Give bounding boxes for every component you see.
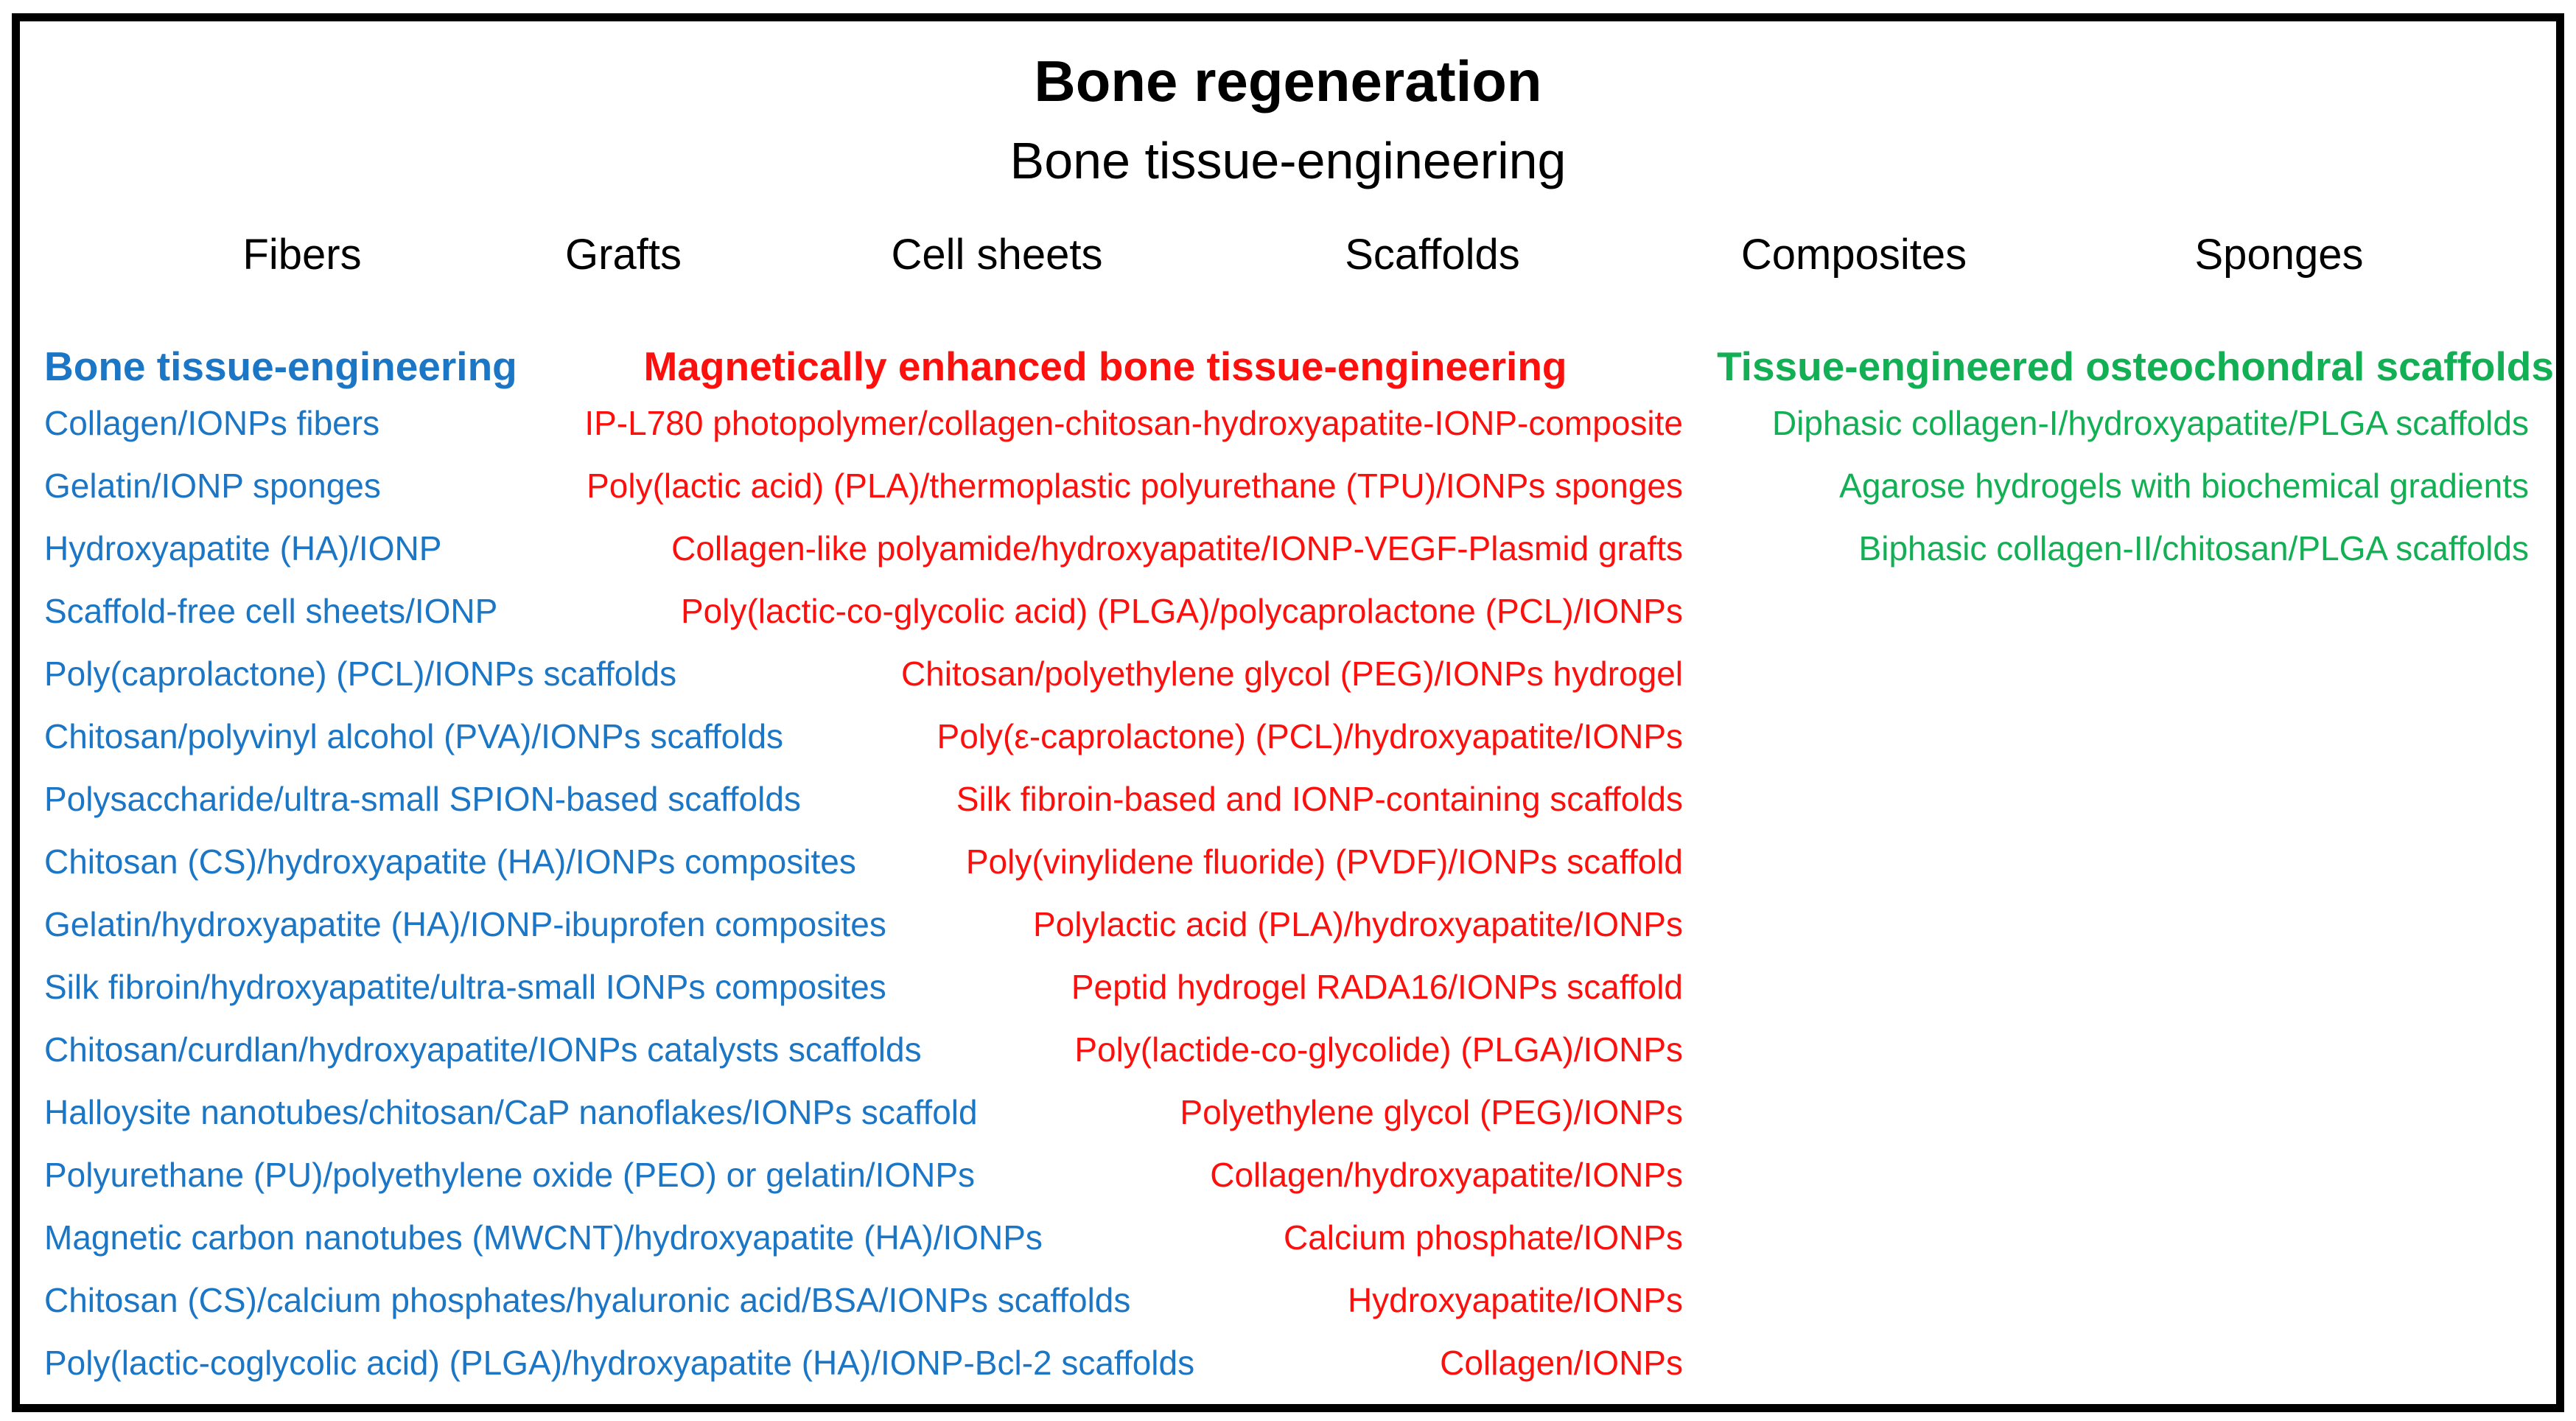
list-item: Poly(lactic-co-glycolic acid) (PLGA)/pol… (681, 592, 1683, 630)
category-label: Grafts (565, 231, 682, 279)
column-header-osteochondral-scaffolds: Tissue-engineered osteochondral scaffold… (1717, 343, 2554, 389)
list-item: Poly(ε-caprolactone) (PCL)/hydroxyapatit… (937, 717, 1683, 755)
list-item: Polyethylene glycol (PEG)/IONPs (1180, 1093, 1683, 1131)
category-label: Fibers (242, 231, 362, 279)
figure-border (12, 13, 2564, 1412)
list-item: Hydroxyapatite/IONPs (1347, 1281, 1683, 1319)
list-item: Gelatin/hydroxyapatite (HA)/IONP-ibuprof… (44, 905, 886, 943)
category-label: Composites (1740, 231, 1967, 279)
list-item: Poly(lactic acid) (PLA)/thermoplastic po… (587, 467, 1683, 505)
list-item: Biphasic collagen-II/chitosan/PLGA scaff… (1858, 529, 2529, 568)
figure-subtitle: Bone tissue-engineering (1009, 132, 1567, 189)
category-label: Cell sheets (891, 231, 1103, 279)
list-item: Calcium phosphate/IONPs (1283, 1218, 1683, 1257)
list-item: Peptid hydrogel RADA16/IONPs scaffold (1071, 968, 1683, 1006)
list-item: Poly(caprolactone) (PCL)/IONPs scaffolds (44, 654, 677, 693)
list-item: Hydroxyapatite (HA)/IONP (44, 529, 442, 568)
list-item: Silk fibroin-based and IONP-containing s… (956, 780, 1683, 818)
list-magnetically-enhanced: IP-L780 photopolymer/collagen-chitosan-h… (0, 392, 1683, 1394)
list-item: Collagen/IONPs fibers (44, 404, 380, 442)
list-item: Silk fibroin/hydroxyapatite/ultra-small … (44, 968, 886, 1006)
list-item: Polysaccharide/ultra-small SPION-based s… (44, 780, 801, 818)
category-label: Scaffolds (1345, 231, 1520, 279)
category-label: Sponges (2194, 231, 2364, 279)
list-item: IP-L780 photopolymer/collagen-chitosan-h… (584, 404, 1683, 442)
list-item: Polylactic acid (PLA)/hydroxyapatite/ION… (1032, 905, 1683, 943)
list-item: Chitosan (CS)/calcium phosphates/hyaluro… (44, 1281, 1131, 1319)
list-item: Collagen/IONPs (1440, 1344, 1683, 1382)
list-item: Collagen/hydroxyapatite/IONPs (1210, 1156, 1683, 1194)
list-item: Halloysite nanotubes/chitosan/CaP nanofl… (44, 1093, 978, 1131)
list-item: Chitosan/polyethylene glycol (PEG)/IONPs… (900, 654, 1683, 693)
list-item: Magnetic carbon nanotubes (MWCNT)/hydrox… (44, 1218, 1043, 1257)
list-item: Poly(vinylidene fluoride) (PVDF)/IONPs s… (965, 842, 1683, 881)
list-item: Scaffold-free cell sheets/IONP (44, 592, 498, 630)
column-header-bone-tissue-engineering: Bone tissue-engineering (44, 343, 517, 389)
list-item: Polyurethane (PU)/polyethylene oxide (PE… (44, 1156, 976, 1194)
list-item: Chitosan/curdlan/hydroxyapatite/IONPs ca… (44, 1030, 922, 1069)
list-item: Diphasic collagen-I/hydroxyapatite/PLGA … (1771, 404, 2529, 442)
list-item: Chitosan (CS)/hydroxyapatite (HA)/IONPs … (44, 842, 856, 881)
list-item: Poly(lactide-co-glycolide) (PLGA)/IONPs (1074, 1030, 1683, 1069)
column-header-magnetically-enhanced: Magnetically enhanced bone tissue-engine… (643, 343, 1567, 389)
list-item: Gelatin/IONP sponges (44, 467, 381, 505)
figure-title: Bone regeneration (1034, 49, 1542, 114)
list-item: Chitosan/polyvinyl alcohol (PVA)/IONPs s… (44, 717, 784, 755)
list-item: Agarose hydrogels with biochemical gradi… (1839, 467, 2529, 505)
list-item: Collagen-like polyamide/hydroxyapatite/I… (671, 529, 1683, 568)
list-item: Poly(lactic-coglycolic acid) (PLGA)/hydr… (44, 1344, 1195, 1382)
list-osteochondral-scaffolds: Diphasic collagen-I/hydroxyapatite/PLGA … (0, 392, 2529, 580)
